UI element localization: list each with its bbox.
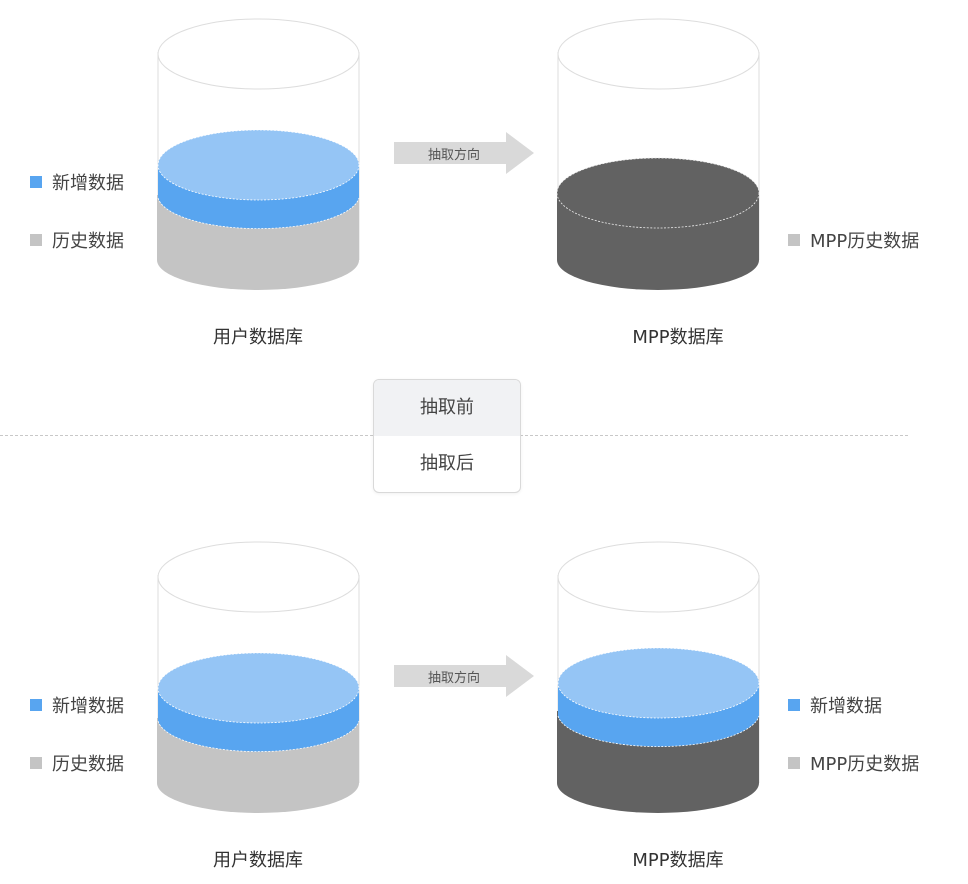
legend-label: 历史数据 [52,754,124,775]
legend-new-data-before: 新增数据 [30,169,124,195]
toggle-option-after[interactable]: 抽取后 [420,453,474,474]
legend-history-data-after: 历史数据 [30,750,124,776]
legend-mpp-history-data-after: MPP历史数据 [788,750,919,776]
legend-label: MPP历史数据 [810,231,920,252]
history-data-swatch [30,234,42,246]
extraction-direction-arrow-before: 抽取方向 [394,132,534,176]
user-database-cylinder-after [157,541,360,813]
new-data-swatch [30,699,42,711]
user-database-label-before: 用户数据库 [213,327,303,348]
arrow-right-icon [394,132,534,174]
legend-label: 新增数据 [52,173,124,194]
mpp-history-data-swatch [788,757,800,769]
new-data-swatch [788,699,800,711]
legend-label: 历史数据 [52,231,124,252]
mpp-database-label-before: MPP数据库 [632,327,724,348]
new-data-swatch [30,176,42,188]
legend-label: MPP历史数据 [810,754,920,775]
arrow-right-icon [394,655,534,697]
mpp-database-cylinder-before [556,18,760,290]
user-database-label-after: 用户数据库 [213,850,303,871]
mpp-database-label-after: MPP数据库 [632,850,724,871]
legend-label: 新增数据 [810,696,882,717]
legend-history-data-before: 历史数据 [30,227,124,253]
history-data-swatch [30,757,42,769]
before-after-toggle[interactable]: 抽取前 抽取后 [373,379,521,493]
extraction-direction-arrow-after: 抽取方向 [394,655,534,699]
legend-new-data-target-after: 新增数据 [788,692,882,718]
arrow-label: 抽取方向 [427,671,480,686]
legend-new-data-after: 新增数据 [30,692,124,718]
user-database-cylinder-before [157,18,360,290]
mpp-database-cylinder-after [557,541,760,813]
mpp-history-data-swatch [788,234,800,246]
legend-label: 新增数据 [52,696,124,717]
arrow-label: 抽取方向 [427,148,480,163]
toggle-option-before[interactable]: 抽取前 [374,380,520,436]
legend-mpp-history-data-before: MPP历史数据 [788,227,919,253]
